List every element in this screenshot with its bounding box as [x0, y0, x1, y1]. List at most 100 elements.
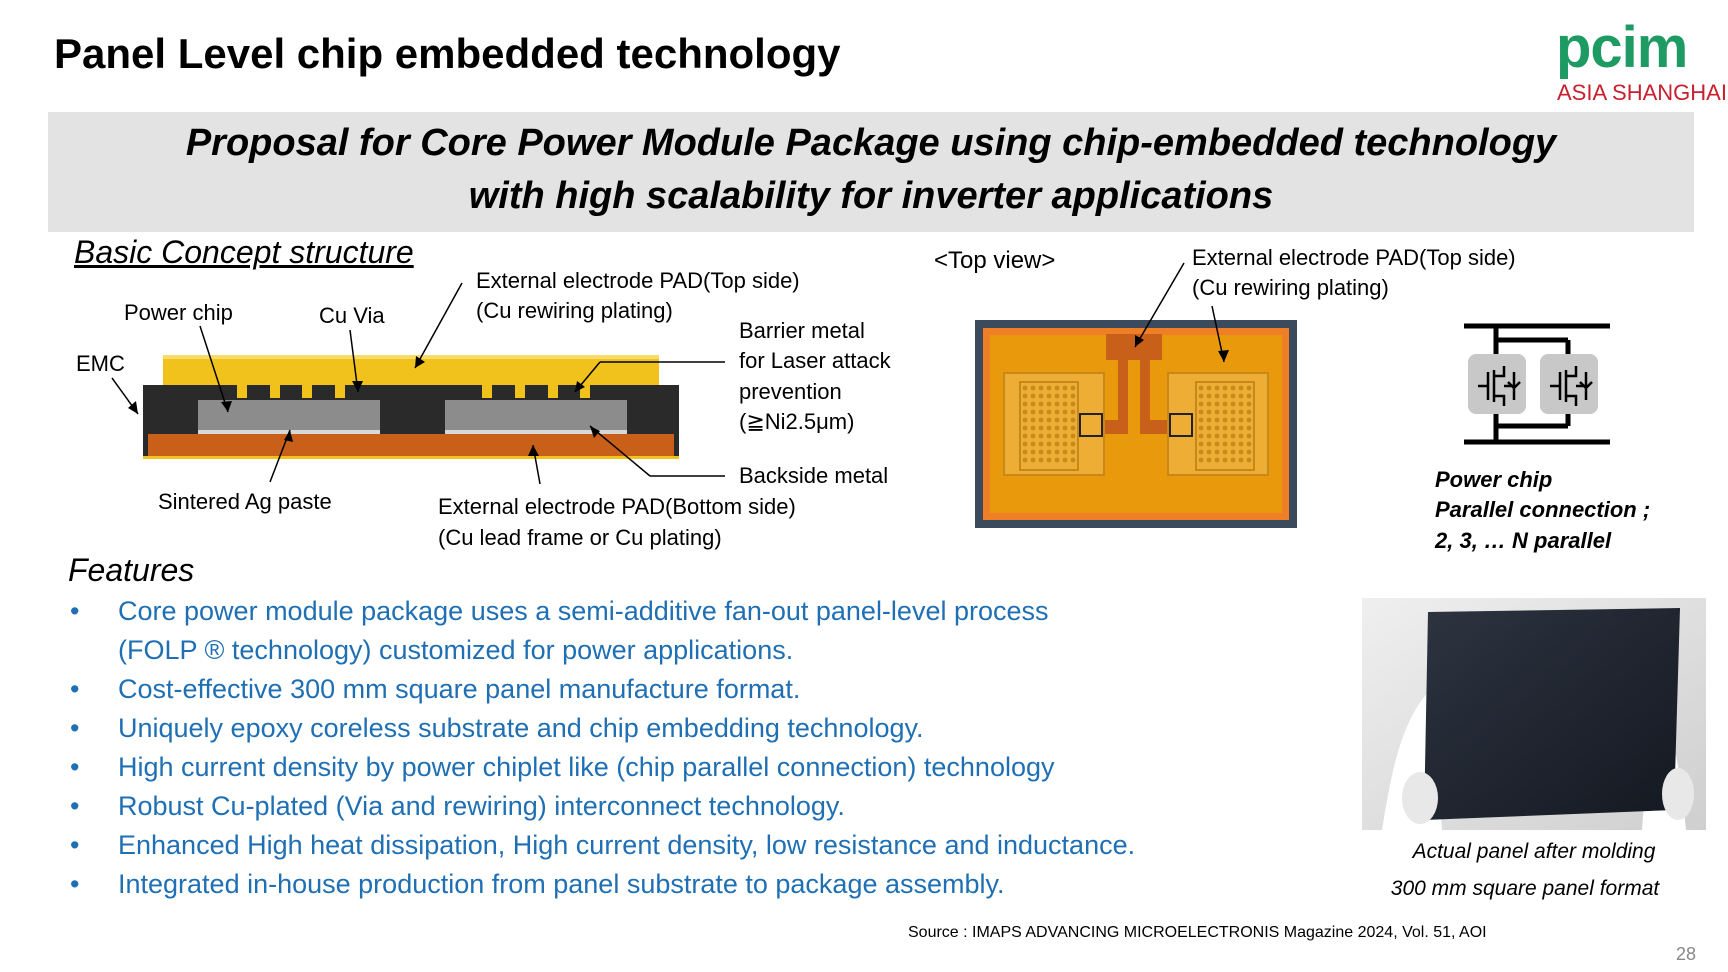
via-dot	[1246, 457, 1252, 463]
parallel-label-3: 2, 3, … N parallel	[1435, 528, 1612, 553]
via-dot	[1030, 457, 1036, 463]
via-dot	[1222, 417, 1228, 423]
via-dot	[1046, 433, 1052, 439]
gate-pad-right	[1169, 413, 1193, 437]
via-dot	[1030, 417, 1036, 423]
gate-pad-left	[1079, 413, 1103, 437]
via-dot	[1038, 449, 1044, 455]
via-dot	[1046, 393, 1052, 399]
via-dot	[1206, 441, 1212, 447]
power-chip-icon-2	[1540, 354, 1598, 414]
via-dot	[1206, 457, 1212, 463]
via-dot	[1238, 441, 1244, 447]
via-dot	[1230, 409, 1236, 415]
via-dot	[1030, 385, 1036, 391]
via-dot	[1206, 433, 1212, 439]
via-dot	[1038, 433, 1044, 439]
via-dot	[1246, 401, 1252, 407]
via-dot	[1230, 441, 1236, 447]
via-dot	[1246, 425, 1252, 431]
via-dot	[1046, 449, 1052, 455]
feature-text: (FOLP ® technology) customized for power…	[118, 635, 794, 665]
via-dot	[1054, 457, 1060, 463]
feature-text: Enhanced High heat dissipation, High cur…	[118, 830, 1136, 860]
via-dot	[1246, 409, 1252, 415]
via-dot	[1238, 449, 1244, 455]
bullet-icon: •	[70, 869, 80, 899]
top-view-label-1: External electrode PAD(Top side)	[1192, 245, 1516, 270]
bullet-icon: •	[70, 830, 80, 860]
via-dot	[1198, 457, 1204, 463]
via-dot	[1230, 457, 1236, 463]
via-dot	[1054, 441, 1060, 447]
feature-text: Cost-effective 300 mm square panel manuf…	[118, 674, 801, 704]
via-dot	[1054, 449, 1060, 455]
via-dot	[1222, 449, 1228, 455]
via-dot	[1198, 441, 1204, 447]
via-dot	[1222, 433, 1228, 439]
label-barrier-1: Barrier metal	[739, 318, 865, 343]
via-dot	[1238, 425, 1244, 431]
via-dot	[1198, 433, 1204, 439]
source-citation: Source : IMAPS ADVANCING MICROELECTRONIS…	[908, 924, 1487, 941]
feature-item: (FOLP ® technology) customized for power…	[68, 631, 1135, 670]
via-dot	[1070, 417, 1076, 423]
via-dot	[1214, 441, 1220, 447]
via-dot	[1214, 449, 1220, 455]
page-number: 28	[1676, 944, 1697, 964]
bullet-icon: •	[70, 596, 80, 626]
via-dot	[1022, 393, 1028, 399]
via-dot	[1214, 457, 1220, 463]
via-dot	[1030, 401, 1036, 407]
via-dot	[1246, 393, 1252, 399]
photo-caption-2: 300 mm square panel format	[1390, 877, 1660, 900]
label-backside-metal: Backside metal	[739, 463, 889, 488]
via-dot	[1022, 441, 1028, 447]
via-dot	[1230, 393, 1236, 399]
via-dot	[1198, 417, 1204, 423]
via-dot	[1030, 449, 1036, 455]
feature-item: • Robust Cu-plated (Via and rewiring) int…	[68, 787, 1135, 826]
via-dot	[1206, 449, 1212, 455]
feature-text: Integrated in-house production from pane…	[118, 869, 1005, 899]
via-dot	[1206, 409, 1212, 415]
via-dot	[1062, 449, 1068, 455]
via-dot	[1022, 457, 1028, 463]
via-dot	[1022, 449, 1028, 455]
via-dot	[1206, 417, 1212, 423]
parallel-connection-schematic	[1464, 323, 1610, 445]
top-view-heading: <Top view>	[934, 247, 1056, 274]
via-dot	[1230, 401, 1236, 407]
via-dot	[1230, 385, 1236, 391]
top-view-label-2: (Cu rewiring plating)	[1192, 275, 1389, 300]
via-dot	[1214, 401, 1220, 407]
label-barrier-3: prevention	[739, 379, 842, 404]
via-dot	[1054, 393, 1060, 399]
via-dot	[1238, 417, 1244, 423]
concept-heading: Basic Concept structure	[74, 234, 414, 270]
pcim-logo-subtitle: ASIA SHANGHAI	[1557, 80, 1727, 105]
label-cu-via: Cu Via	[319, 303, 385, 328]
via-dot	[1222, 385, 1228, 391]
via-dot	[1062, 393, 1068, 399]
via-dot	[1230, 449, 1236, 455]
via-dot	[1070, 409, 1076, 415]
via-dot	[1062, 425, 1068, 431]
via-dot	[1038, 409, 1044, 415]
via-dot	[1206, 425, 1212, 431]
via-dots-left	[1022, 385, 1076, 463]
via-dot	[1022, 425, 1028, 431]
bullet-icon: •	[70, 791, 80, 821]
feature-item: • Integrated in-house production from pan…	[68, 865, 1135, 904]
via-dot	[1198, 409, 1204, 415]
via-dot	[1070, 393, 1076, 399]
via-dot	[1070, 433, 1076, 439]
feature-text: Robust Cu-plated (Via and rewiring) inte…	[118, 791, 845, 821]
banner-line-2: with high scalability for inverter appli…	[468, 175, 1274, 217]
via-dot	[1070, 425, 1076, 431]
features-list: •Core power module package uses a semi-a…	[68, 592, 1135, 904]
via-dot	[1246, 441, 1252, 447]
feature-item: •Cost-effective 300 mm square panel manu…	[68, 670, 1135, 709]
feature-item: • Enhanced High heat dissipation, High cu…	[68, 826, 1135, 865]
